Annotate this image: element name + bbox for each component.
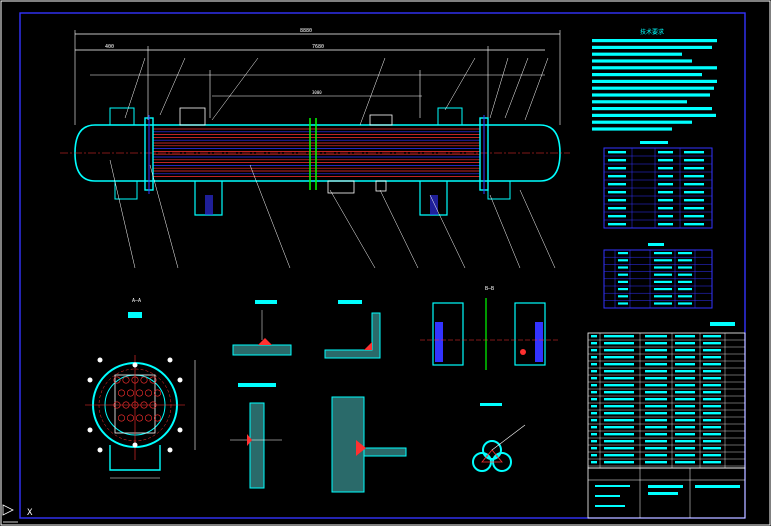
ucs-axis-icon: X (2, 504, 33, 523)
section-b-label: B—B (485, 286, 494, 292)
tube-layout-detail (472, 403, 526, 472)
dim-left-end: 400 (105, 44, 114, 50)
drawing-border-frame (19, 12, 746, 519)
weld-detail-3 (230, 383, 282, 489)
section-a-view: A—A (85, 298, 196, 479)
section-b-view: B—B (420, 286, 560, 370)
heat-exchanger-main-view: 8880 7680 400 3000 (60, 28, 570, 269)
design-data-table (603, 141, 713, 229)
tech-req-title: 技术要求 (640, 28, 664, 36)
part-leaders (109, 57, 556, 269)
parts-list-table (587, 322, 746, 469)
dim-mid: 3000 (312, 90, 322, 95)
corner-x-label: X (27, 508, 33, 518)
weld-detail-4 (331, 396, 407, 493)
dim-inner-length: 7680 (312, 44, 324, 50)
section-a-label: A—A (132, 298, 141, 304)
title-block (587, 467, 746, 519)
weld-detail-2 (324, 300, 381, 359)
dim-overall-length: 8880 (300, 28, 312, 34)
weld-detail-1 (232, 300, 292, 356)
nozzle-table (603, 243, 713, 309)
technical-requirements-block: 技术要求 (592, 28, 717, 131)
